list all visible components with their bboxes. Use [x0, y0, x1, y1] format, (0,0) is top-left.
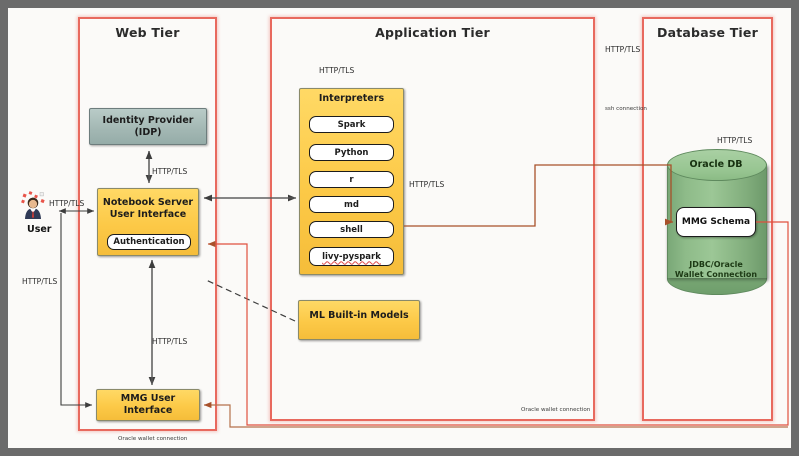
oracle-db-cylinder-top — [667, 149, 767, 181]
oracle-db-label: Oracle DB — [689, 159, 743, 170]
interpreter-md[interactable]: md — [309, 196, 394, 213]
interpreter-livy-pyspark[interactable]: livy-pyspark — [309, 247, 394, 266]
interpreter-spark[interactable]: Spark — [309, 116, 394, 133]
idp-label: Identity Provider (IDP) — [102, 114, 194, 138]
jdbc-oracle-wallet-connection-label: JDBC/Oracle Wallet Connection — [674, 260, 758, 280]
mmg-schema-box[interactable]: MMG Schema — [676, 207, 756, 237]
label-user-notebook: HTTP/TLS — [49, 199, 85, 208]
interpreter-r[interactable]: r — [309, 171, 394, 188]
authentication-pill[interactable]: Authentication — [107, 234, 191, 250]
label-idp-notebook: HTTP/TLS — [152, 167, 188, 176]
label-web-oracle-wallet: Oracle wallet connection — [118, 436, 188, 442]
interpreter-shell[interactable]: shell — [309, 221, 394, 238]
user-label: User — [27, 224, 52, 235]
label-user-mmg: HTTP/TLS — [22, 277, 58, 286]
label-db-http-tls: HTTP/TLS — [717, 136, 753, 145]
identity-provider-box[interactable]: Identity Provider (IDP) — [89, 108, 207, 145]
tier-web-title: Web Tier — [115, 25, 180, 40]
tier-database-title: Database Tier — [657, 25, 758, 40]
mmg-user-interface-box[interactable]: MMG User Interface — [96, 389, 200, 421]
interpreter-python[interactable]: Python — [309, 144, 394, 161]
tier-application-title: Application Tier — [375, 25, 490, 40]
label-app-top-http-tls: HTTP/TLS — [319, 66, 355, 75]
label-ssh-connection: ssh connection — [605, 106, 647, 112]
ml-builtin-models-box[interactable]: ML Built-in Models — [298, 300, 420, 340]
label-app-to-db-http-tls: HTTP/TLS — [409, 180, 445, 189]
label-notebook-mmg: HTTP/TLS — [152, 337, 188, 346]
interpreters-title: Interpreters — [318, 93, 385, 104]
notebook-server-label: Notebook Server User Interface — [102, 197, 194, 220]
user-avatar-icon — [21, 191, 55, 221]
label-app-oracle-wallet: Oracle wallet connection — [521, 407, 591, 413]
label-between-http-tls: HTTP/TLS — [605, 45, 641, 54]
